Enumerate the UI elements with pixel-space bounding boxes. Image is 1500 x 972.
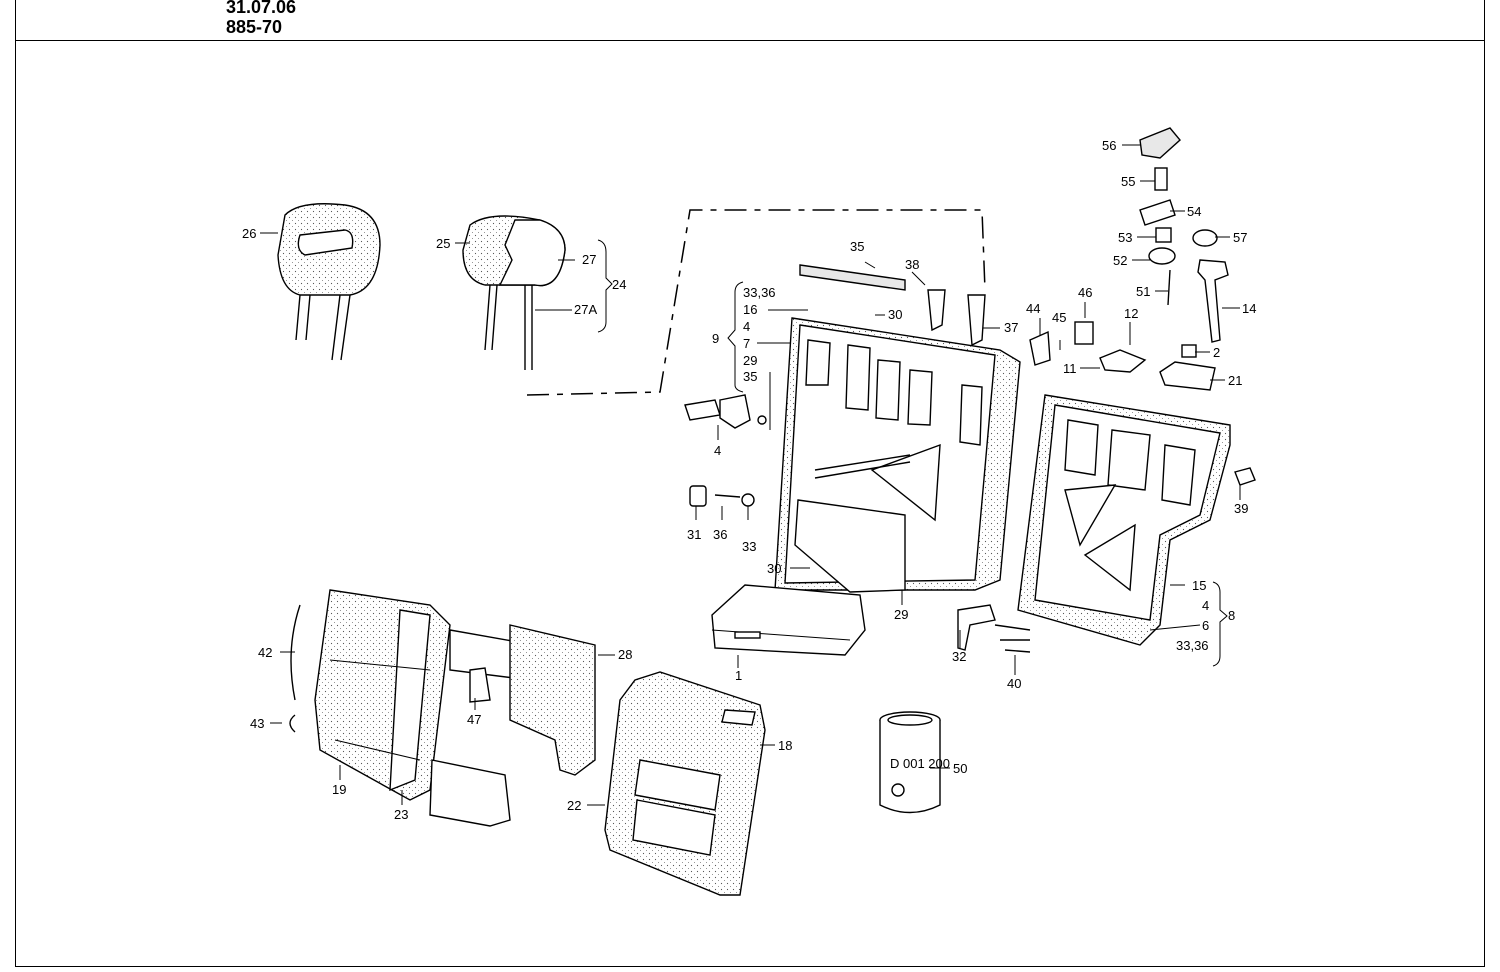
part-number-labels: 26 25 27 24 27A 35 38 30 37 33,36 16 4 9… [242,138,1256,822]
hinge-bracket-4 [684,394,767,429]
label-30a: 30 [888,307,902,322]
label-1: 1 [735,668,742,683]
label-56: 56 [1102,138,1116,153]
latch-assembly [1029,127,1229,391]
dashed-group-outline [526,209,986,396]
label-29a: 29 [743,353,757,368]
label-14: 14 [1242,301,1256,316]
label-55: 55 [1121,174,1135,189]
label-24: 24 [612,277,626,292]
label-53: 53 [1118,230,1132,245]
label-16: 16 [743,302,757,317]
label-15: 15 [1192,578,1206,593]
headrest-26 [277,203,381,361]
label-46: 46 [1078,285,1092,300]
label-27: 27 [582,252,596,267]
label-11: 11 [1063,361,1077,376]
label-22: 22 [567,798,581,813]
label-31: 31 [687,527,701,542]
label-43: 43 [250,716,264,731]
diagram-frame [15,40,1485,967]
label-7: 7 [743,336,750,351]
header-code: 885-70 [226,17,283,37]
label-50: 50 [953,761,967,776]
label-23: 23 [394,807,408,822]
label-18: 18 [778,738,792,753]
label-4c: 4 [1202,598,1209,613]
label-27a: 27A [574,302,597,317]
label-4a: 4 [743,319,750,334]
label-19: 19 [332,782,346,797]
label-38: 38 [905,257,919,272]
hinge-32-40 [957,604,1031,653]
label-30b: 30 [767,561,781,576]
paint-can-50: D 001 200 [879,711,950,814]
label-57: 57 [1233,230,1247,245]
label-4b: 4 [714,443,721,458]
label-35a: 35 [850,239,864,254]
armrest-cushion-1 [711,584,866,656]
label-8: 8 [1228,608,1235,623]
label-25: 25 [436,236,450,251]
label-36: 36 [713,527,727,542]
label-21: 21 [1228,373,1242,388]
seat-back-frame [774,317,1021,611]
label-40: 40 [1007,676,1021,691]
label-33: 33 [742,539,756,554]
label-42: 42 [258,645,272,660]
label-2: 2 [1213,345,1220,360]
label-39: 39 [1234,501,1248,516]
label-45: 45 [1052,310,1066,325]
label-51: 51 [1136,284,1150,299]
label-9: 9 [712,331,719,346]
label-28: 28 [618,647,632,662]
guide-sleeves [927,289,986,347]
side-panel-28 [509,624,596,776]
header-date: 31.07.06 [226,0,297,17]
fasteners-31-36-33 [689,485,755,507]
label-6: 6 [1202,618,1209,633]
label-37: 37 [1004,320,1018,335]
seat-back-rear-panel [1017,394,1256,646]
label-44: 44 [1026,301,1040,316]
part-35-strip [799,264,906,291]
label-54: 54 [1187,204,1201,219]
label-35b: 35 [743,369,757,384]
headrest-25 [462,215,566,370]
label-3336b: 33,36 [1176,638,1209,653]
label-52: 52 [1113,253,1127,268]
seat-cushion [314,589,536,827]
label-29b: 29 [894,607,908,622]
label-26: 26 [242,226,256,241]
label-12: 12 [1124,306,1138,321]
label-3336a: 33,36 [743,285,776,300]
label-47: 47 [467,712,481,727]
can-code: D 001 200 [890,756,950,771]
backrest-22 [604,671,766,896]
leader-lines [260,144,1241,806]
header-strip [15,0,1485,40]
label-32: 32 [952,649,966,664]
